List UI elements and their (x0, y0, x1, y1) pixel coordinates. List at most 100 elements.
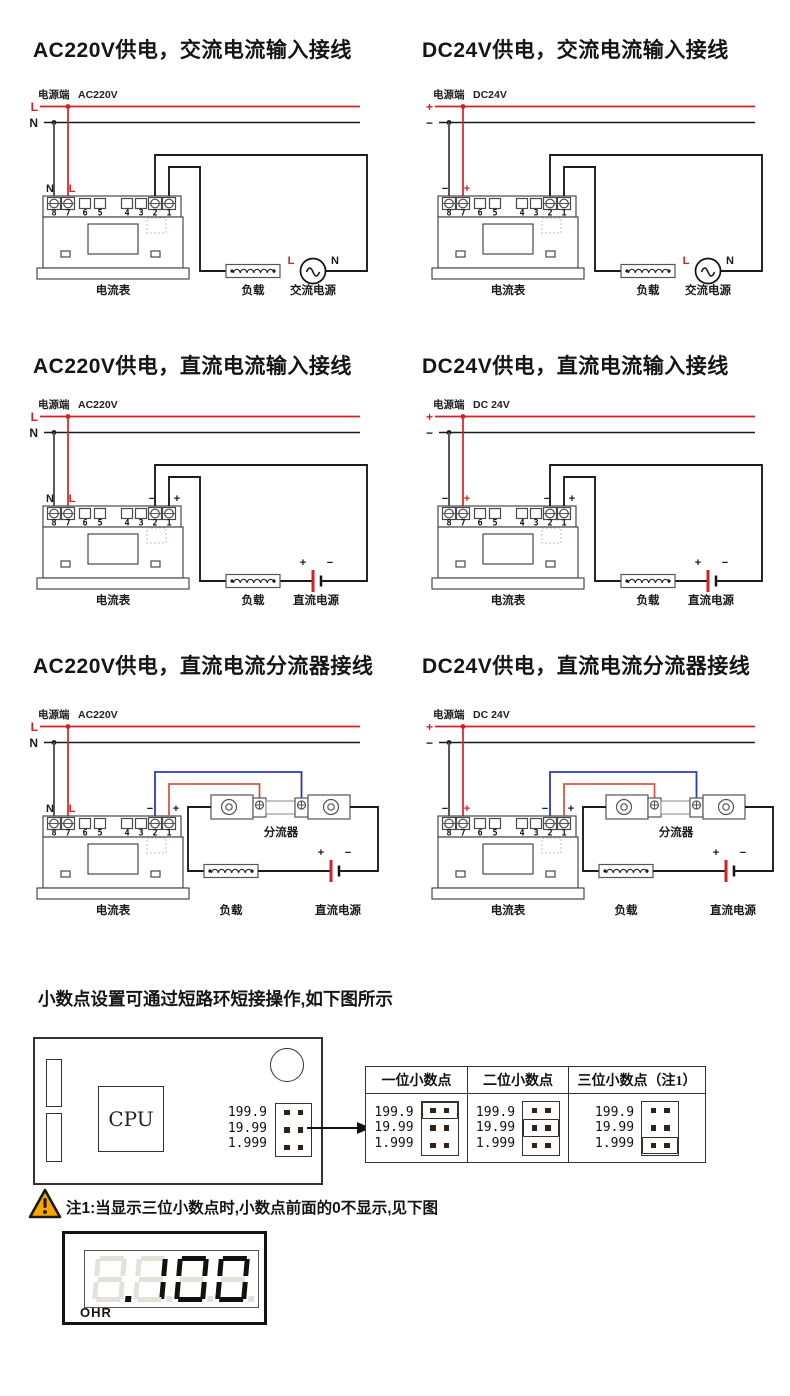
jumper-row (276, 1104, 311, 1121)
jumper-block (641, 1100, 680, 1156)
seven-seg-digit (215, 1256, 255, 1302)
battery-plus-label: + (300, 557, 306, 569)
note-text: 注1:当显示三位小数点时,小数点前面的0不显示,见下图 (66, 1200, 439, 1217)
terminal7-label: + (464, 803, 470, 815)
diagram-title: DC24V供电，交流电流输入接线 (422, 39, 729, 62)
battery-minus-label: − (722, 557, 728, 569)
seven-segment-display (84, 1250, 259, 1308)
wiring-diagram-5: AC220V供电，直流电流分流器接线 电源端 AC220V L N N L − … (0, 650, 395, 930)
meter-label: 电流表 (96, 903, 131, 917)
positive-bus-label: + (426, 720, 433, 734)
diagram-title: DC24V供电，直流电流分流器接线 (422, 655, 751, 678)
negative-bus-label: − (426, 736, 433, 750)
input-positive-label: + (173, 803, 179, 815)
terminal8-label: N (46, 493, 54, 505)
jumper-row (422, 1119, 458, 1137)
battery-minus-label: − (327, 557, 333, 569)
decimal-option-cell: 199.9 19.99 1.999 (467, 1093, 569, 1163)
circuit-wire-outer (549, 464, 763, 582)
jumper-pin (443, 1107, 450, 1114)
load (203, 863, 259, 879)
jumper-pin (443, 1125, 450, 1131)
power-terminal-label: 电源端 (433, 708, 465, 721)
shunt-label: 分流器 (659, 825, 694, 839)
wiring-diagram-6: DC24V供电，直流电流分流器接线 电源端 DC 24V + − − + − +… (395, 650, 790, 930)
input-negative-label: − (542, 803, 548, 815)
jumper-row (642, 1119, 678, 1137)
power-value-label: AC220V (78, 89, 118, 101)
diagram-title: AC220V供电，直流电流输入接线 (33, 355, 352, 378)
decimal-option-cell: 199.9 19.99 1.999 (568, 1093, 706, 1163)
decimal-point (247, 1296, 255, 1302)
jumper-pin (430, 1142, 436, 1149)
range-value: 1.999 (227, 1136, 267, 1151)
seven-seg-digit (92, 1256, 132, 1302)
source-label: 直流电源 (710, 903, 756, 917)
range-values: 199.9 19.99 1.999 (374, 1104, 414, 1151)
jumper-block (420, 1100, 459, 1156)
input-negative-label: − (544, 493, 550, 505)
sense-wire-negative (154, 771, 303, 816)
terminal7-label: L (69, 493, 76, 505)
diagram-title: AC220V供电，交流电流输入接线 (33, 39, 352, 62)
board-connector (46, 1113, 62, 1162)
neutral-bus-label: N (29, 426, 38, 440)
load-label: 负载 (242, 283, 265, 297)
decimal-point (206, 1296, 214, 1302)
range-values: 199.9 19.99 1.999 (594, 1104, 635, 1151)
terminal7-label: L (69, 803, 76, 815)
battery-minus-label: − (740, 847, 746, 859)
board-jumper-block (275, 1103, 312, 1157)
table-header-cell: 二位小数点 (467, 1066, 569, 1094)
decimal-option-cell: 199.9 19.99 1.999 (365, 1093, 468, 1163)
jumper-pin (443, 1142, 450, 1149)
input-negative-label: − (149, 493, 155, 505)
meter-label: 电流表 (491, 903, 526, 917)
diagram-title: AC220V供电，直流电流分流器接线 (33, 655, 374, 678)
battery-minus-label: − (345, 847, 351, 859)
load-label: 负载 (615, 903, 638, 917)
circuit-wire-inner (563, 166, 621, 272)
terminal8-label: N (46, 183, 54, 195)
power-value-label: AC220V (78, 399, 118, 411)
warning-icon (28, 1188, 62, 1219)
jumper-pin (545, 1125, 551, 1131)
negative-bus-label: − (426, 426, 433, 440)
meter-label: 电流表 (96, 283, 131, 297)
input-positive-label: + (569, 493, 575, 505)
jumper-pin (531, 1107, 538, 1114)
input-positive-label: + (568, 803, 574, 815)
circuit-wire (339, 806, 379, 872)
cpu-board: CPU 199.9 19.99 1.999 (33, 1037, 323, 1185)
power-terminal-label: 电源端 (38, 398, 70, 411)
circuit-wire-inner (563, 476, 621, 582)
jumper-row (523, 1137, 559, 1155)
load-label: 负载 (637, 593, 660, 607)
circuit-wire (734, 806, 774, 872)
source-label: 交流电源 (685, 283, 731, 297)
source-live-label: L (683, 255, 690, 267)
jumper-row (642, 1102, 678, 1120)
table-header-row: 一位小数点 二位小数点 三位小数点（注1） (365, 1066, 706, 1094)
circuit-wire-inner (168, 166, 226, 272)
load-label: 负载 (637, 283, 660, 297)
power-terminal-label: 电源端 (38, 708, 70, 721)
sense-wire-positive (168, 783, 261, 816)
jumper-pin (545, 1142, 551, 1149)
jumper-pin (650, 1107, 657, 1114)
terminal8-label: − (442, 183, 448, 195)
terminal8-label: − (442, 493, 448, 505)
load (620, 263, 676, 279)
power-terminal-label: 电源端 (433, 88, 465, 101)
meter-label: 电流表 (491, 593, 526, 607)
